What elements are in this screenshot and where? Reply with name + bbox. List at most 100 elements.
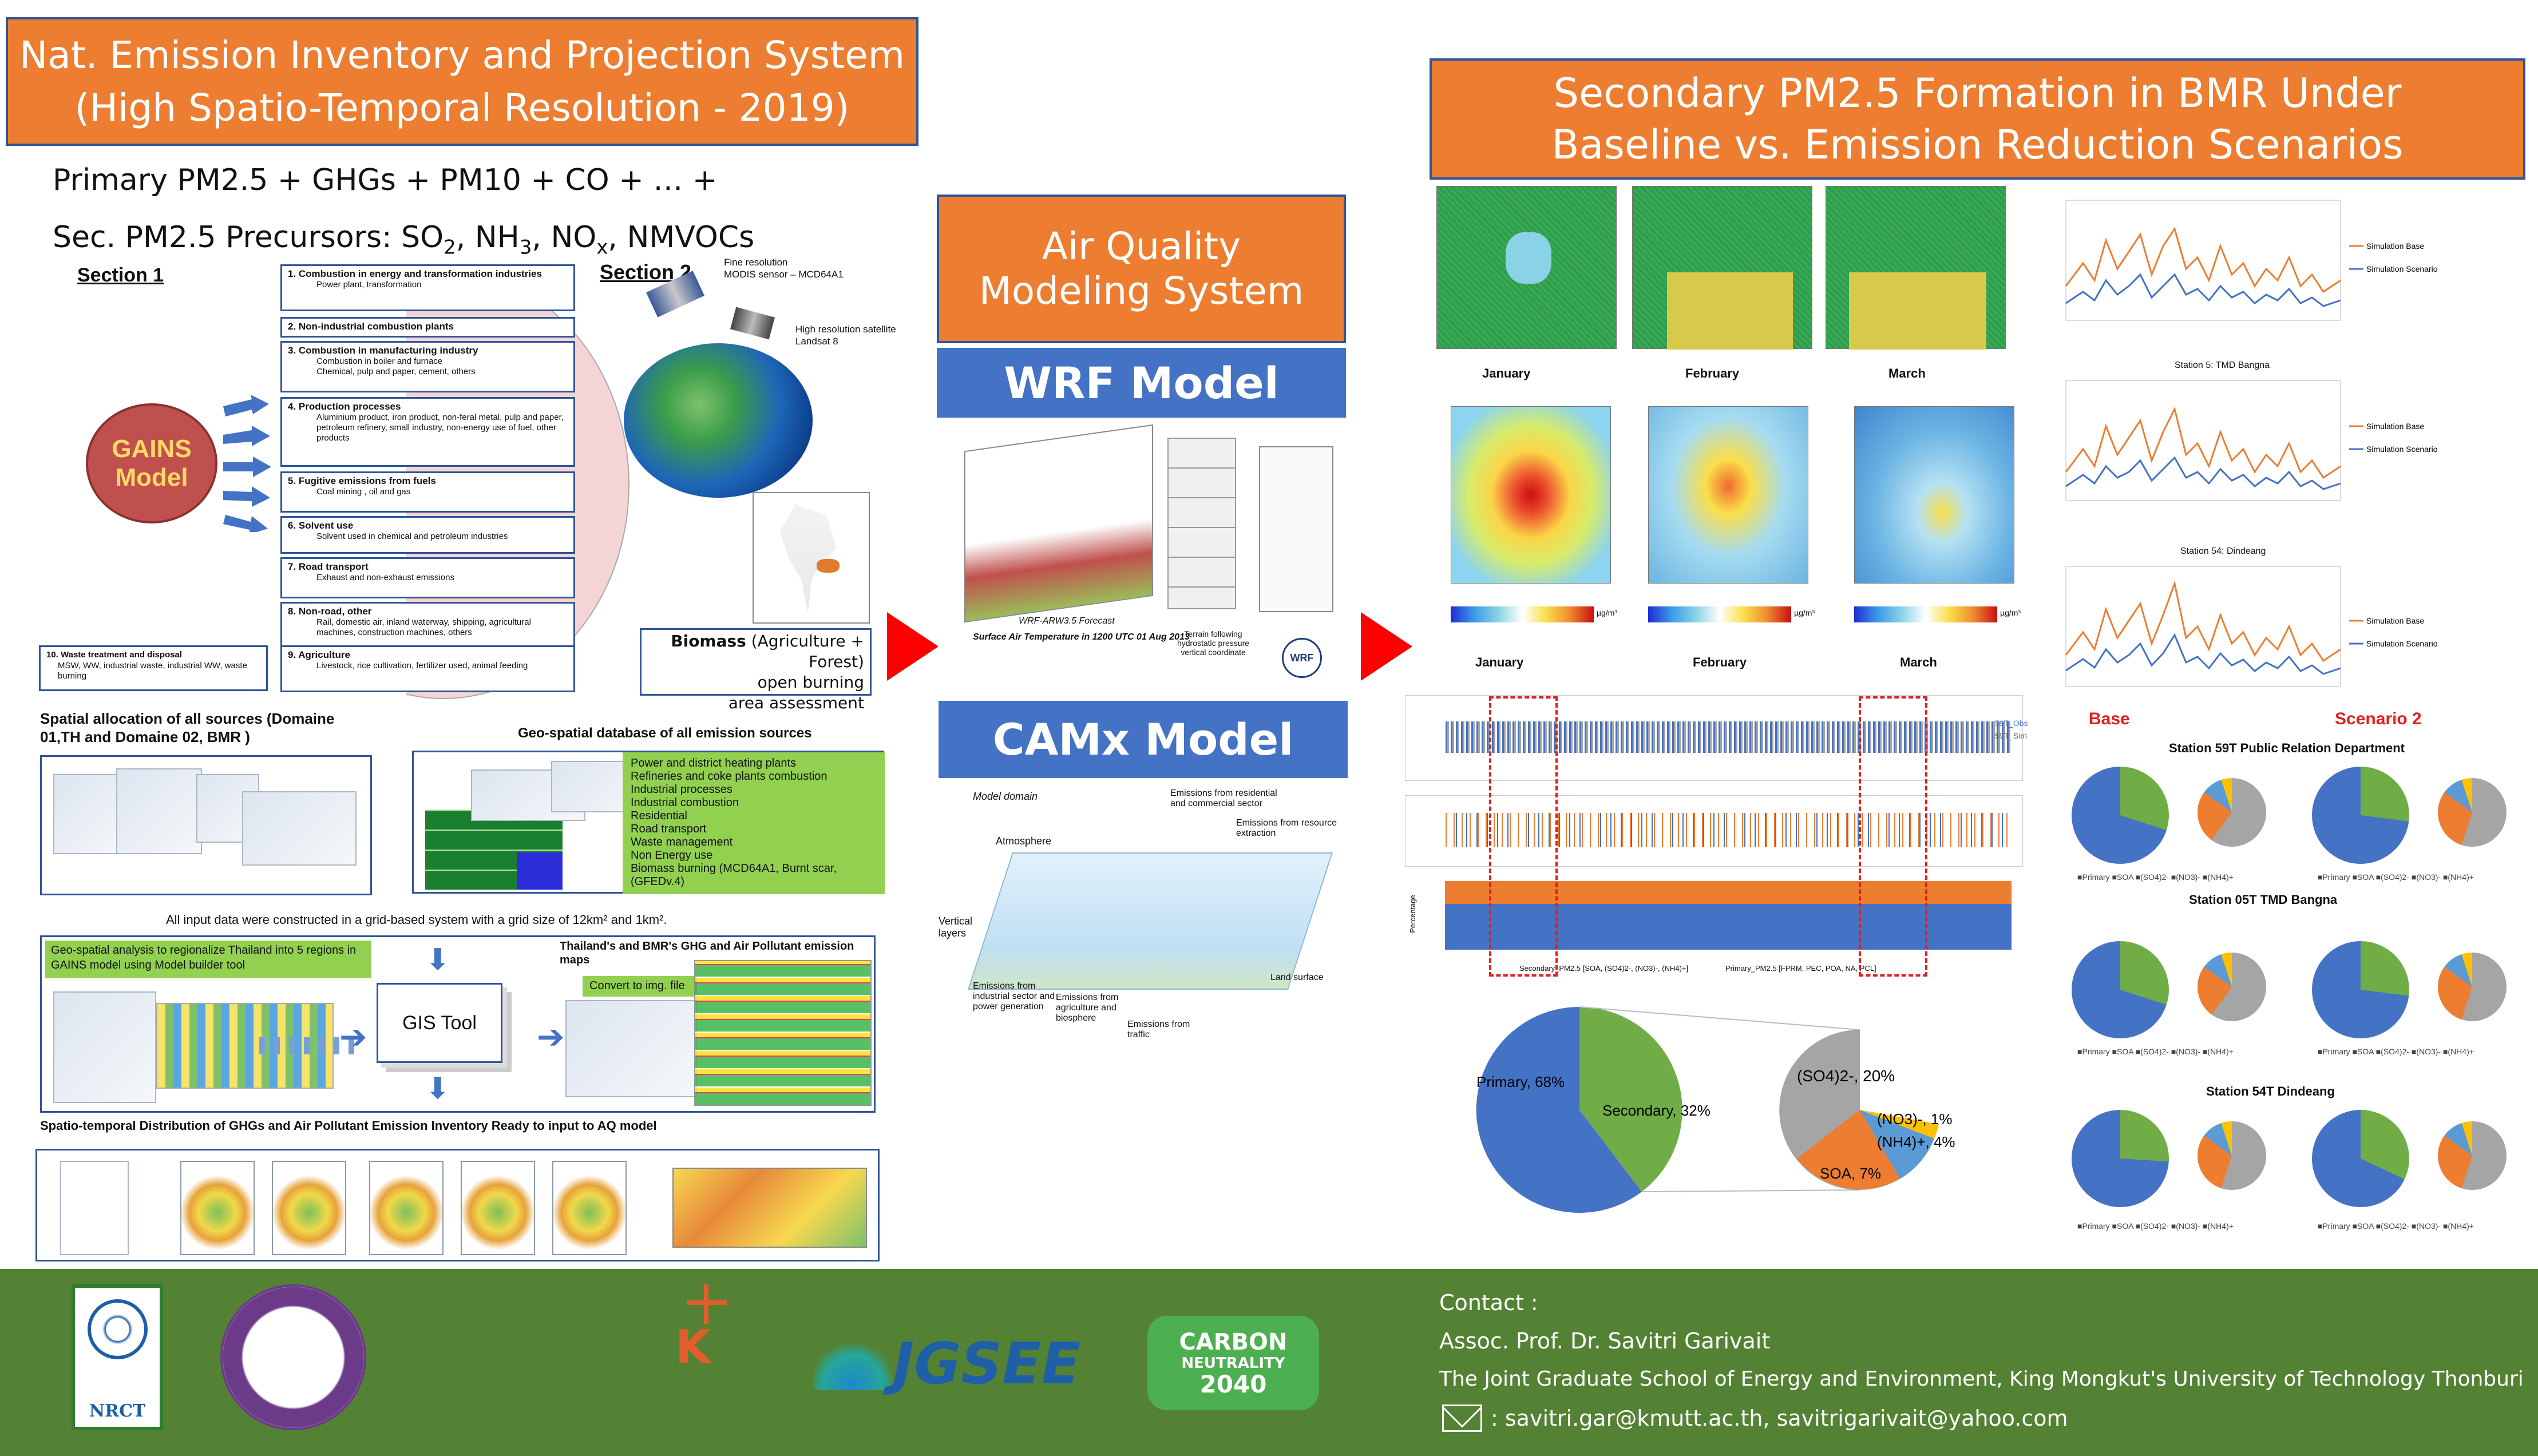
geo-analysis-note: Geo-spatial analysis to regionalize Thai…	[45, 941, 371, 978]
ts1-s2-line	[2065, 273, 2341, 307]
gis-thumb-3	[565, 1000, 697, 1097]
temp-chart	[1405, 795, 2023, 867]
alloc-thumb-4	[242, 791, 357, 866]
wrf-diagram: WRF-ARW3.5 Forecast Surface Air Temperat…	[939, 424, 1345, 687]
gis-flow-dots	[259, 1037, 362, 1054]
biomass-line3: area assessment	[728, 693, 864, 712]
cat-6-title: 6. Solvent use	[288, 520, 354, 531]
pie-r3-legend-s2: ■Primary ■SOA ■(SO4)2- ■(NO3)- ■(NH4)+	[2318, 1221, 2474, 1231]
wrf-caption-3: Terrain following hydrostatic pressure v…	[1177, 629, 1250, 657]
camx-model-domain: Model domain	[973, 791, 1038, 802]
contact-label: Contact :	[1439, 1290, 1538, 1315]
biomass-rest: (Agriculture + Forest)	[746, 632, 864, 671]
cat-3-title: 3. Combustion in manufacturing industry	[288, 345, 478, 356]
mail-icon	[1442, 1405, 1482, 1432]
aq-line1: Air Quality	[1042, 224, 1241, 268]
aq-line2: Modeling System	[979, 269, 1304, 313]
kmutt-letters: K	[675, 1320, 711, 1374]
ts-chart-3: Simulation Base Simulation Scenario 2	[2065, 566, 2438, 687]
st-map-1	[180, 1161, 255, 1255]
st-map-4	[461, 1161, 535, 1255]
src-5: Road transport	[631, 823, 707, 835]
src-1: Refineries and coke plants combustion	[631, 770, 827, 783]
camx-box	[968, 852, 1333, 990]
gains-line1: GAINS	[112, 435, 192, 463]
pie-r1-base-sub	[2198, 778, 2266, 847]
pm-mar-label: March	[1900, 655, 1937, 669]
ts-chart-1: Simulation Base Simulation Scenario 2	[2065, 200, 2438, 321]
emission-sources-list: Power and district heating plants Refine…	[623, 752, 885, 894]
pie-r3-base-main	[2072, 1110, 2169, 1207]
sub-x: x	[596, 236, 608, 259]
src-7: Non Energy use	[631, 849, 713, 862]
camx-atmosphere: Atmosphere	[996, 835, 1052, 847]
station-05t-title: Station 05T TMD Bangna	[2189, 892, 2338, 907]
big-pie-nh4-label: (NH4)+, 4%	[1877, 1133, 1955, 1150]
sub-2: 2	[444, 236, 456, 259]
cat-5-title: 5. Fugitive emissions from fuels	[288, 475, 436, 486]
grid-blue-cells	[517, 852, 563, 890]
station-59t-title: Station 59T Public Relation Department	[2169, 741, 2405, 755]
pm-jan-label: January	[1475, 655, 1524, 669]
cat-8-title: 8. Non-road, other	[288, 606, 372, 617]
arrow-left-to-middle	[887, 612, 939, 681]
ts3-base-line	[2065, 580, 2341, 662]
alloc-thumb-1	[53, 774, 128, 854]
gis-thumb-1	[53, 991, 156, 1103]
highlight-jan	[1489, 696, 1558, 977]
big-pie-so4-label: (SO4)2-, 20%	[1797, 1067, 1895, 1085]
big-pie-connector-2	[1641, 1189, 1860, 1192]
src-8: Biomass burning (MCD64A1, Burnt scar, (G…	[631, 862, 837, 888]
biomass-box: Biomass (Agriculture + Forest) open burn…	[640, 628, 872, 712]
secondary-precursors-line: Sec. PM2.5 Precursors: SO2, NH3, NOx, NM…	[53, 220, 754, 259]
wind-map-feb	[1632, 186, 1812, 350]
wind-map-jan	[1436, 186, 1617, 349]
right-title: Secondary PM2.5 Formation in BMR Under B…	[1430, 58, 2525, 180]
contact-email[interactable]: : savitri.gar@kmutt.ac.th, savitrigariva…	[1491, 1406, 2068, 1431]
big-pie-connector-1	[1579, 1006, 1860, 1030]
wrf-layers-1	[1167, 438, 1236, 609]
obs-band	[1446, 721, 2012, 753]
cat-2: 2. Non-industrial combustion plants	[280, 317, 575, 338]
st-map-bmr	[672, 1168, 867, 1248]
station5-title: Station 5: TMD Bangna	[2175, 360, 2270, 370]
big-pie-secondary-label: Secondary, 32%	[1602, 1102, 1711, 1119]
temp-band	[1446, 813, 2012, 847]
pie-r1-legend-s2: ■Primary ■SOA ■(SO4)2- ■(NO3)- ■(NH4)+	[2318, 872, 2474, 882]
src-6: Waste management	[631, 836, 733, 848]
big-pie-soa-label: SOA, 7%	[1820, 1165, 1881, 1182]
gis-arrow-in: ➔	[339, 1018, 367, 1056]
src-4: Residential	[631, 810, 687, 822]
primary-line: Primary PM2.5 + GHGs + PM10 + CO + … +	[53, 163, 718, 197]
highlight-mar	[1859, 696, 1927, 977]
gis-arrow-down-out: ⬇	[425, 1072, 450, 1105]
pm-unit-3: µg/m³	[2000, 608, 2021, 617]
camx-land: Land surface	[1270, 973, 1324, 982]
pie-r3-s2-main	[2312, 1110, 2409, 1207]
ts3-s2-line	[2065, 633, 2341, 675]
camx-diagram: Model domain Atmosphere Vertical layers …	[939, 784, 1348, 1040]
mail-flap	[1444, 1406, 1480, 1428]
globe-image	[624, 343, 813, 498]
pm-feb-label: February	[1693, 655, 1747, 669]
cat-9-title: 9. Agriculture	[288, 649, 350, 660]
pie-r2-base-sub	[2198, 953, 2266, 1021]
pct-blue	[1445, 904, 2012, 950]
obs-legend-obs: 59T_Obs	[1995, 719, 2028, 728]
pie-r2-legend-base: ■Primary ■SOA ■(SO4)2- ■(NO3)- ■(NH4)+	[2077, 1047, 2234, 1056]
pie-r1-s2-main	[2312, 767, 2409, 864]
wind-mar-label: March	[1888, 366, 1926, 380]
ts1-legend-base-text: Simulation Base	[2366, 241, 2424, 251]
big-pie-no3	[1860, 1110, 1939, 1138]
pie-r1-legend-base: ■Primary ■SOA ■(SO4)2- ■(NO3)- ■(NH4)+	[2077, 872, 2234, 882]
cat-5-sub: Coal mining , oil and gas	[316, 487, 411, 497]
spatial-alloc-label: Spatial allocation of all sources (Domai…	[40, 710, 335, 745]
gains-model-circle: GAINS Model	[86, 403, 217, 523]
pm-map-mar	[1854, 406, 2014, 584]
thailand-map-image	[753, 492, 870, 624]
pie-r2-s2-main	[2312, 941, 2409, 1038]
wrf-caption-2: Surface Air Temperature in 1200 UTC 01 A…	[973, 632, 1190, 642]
